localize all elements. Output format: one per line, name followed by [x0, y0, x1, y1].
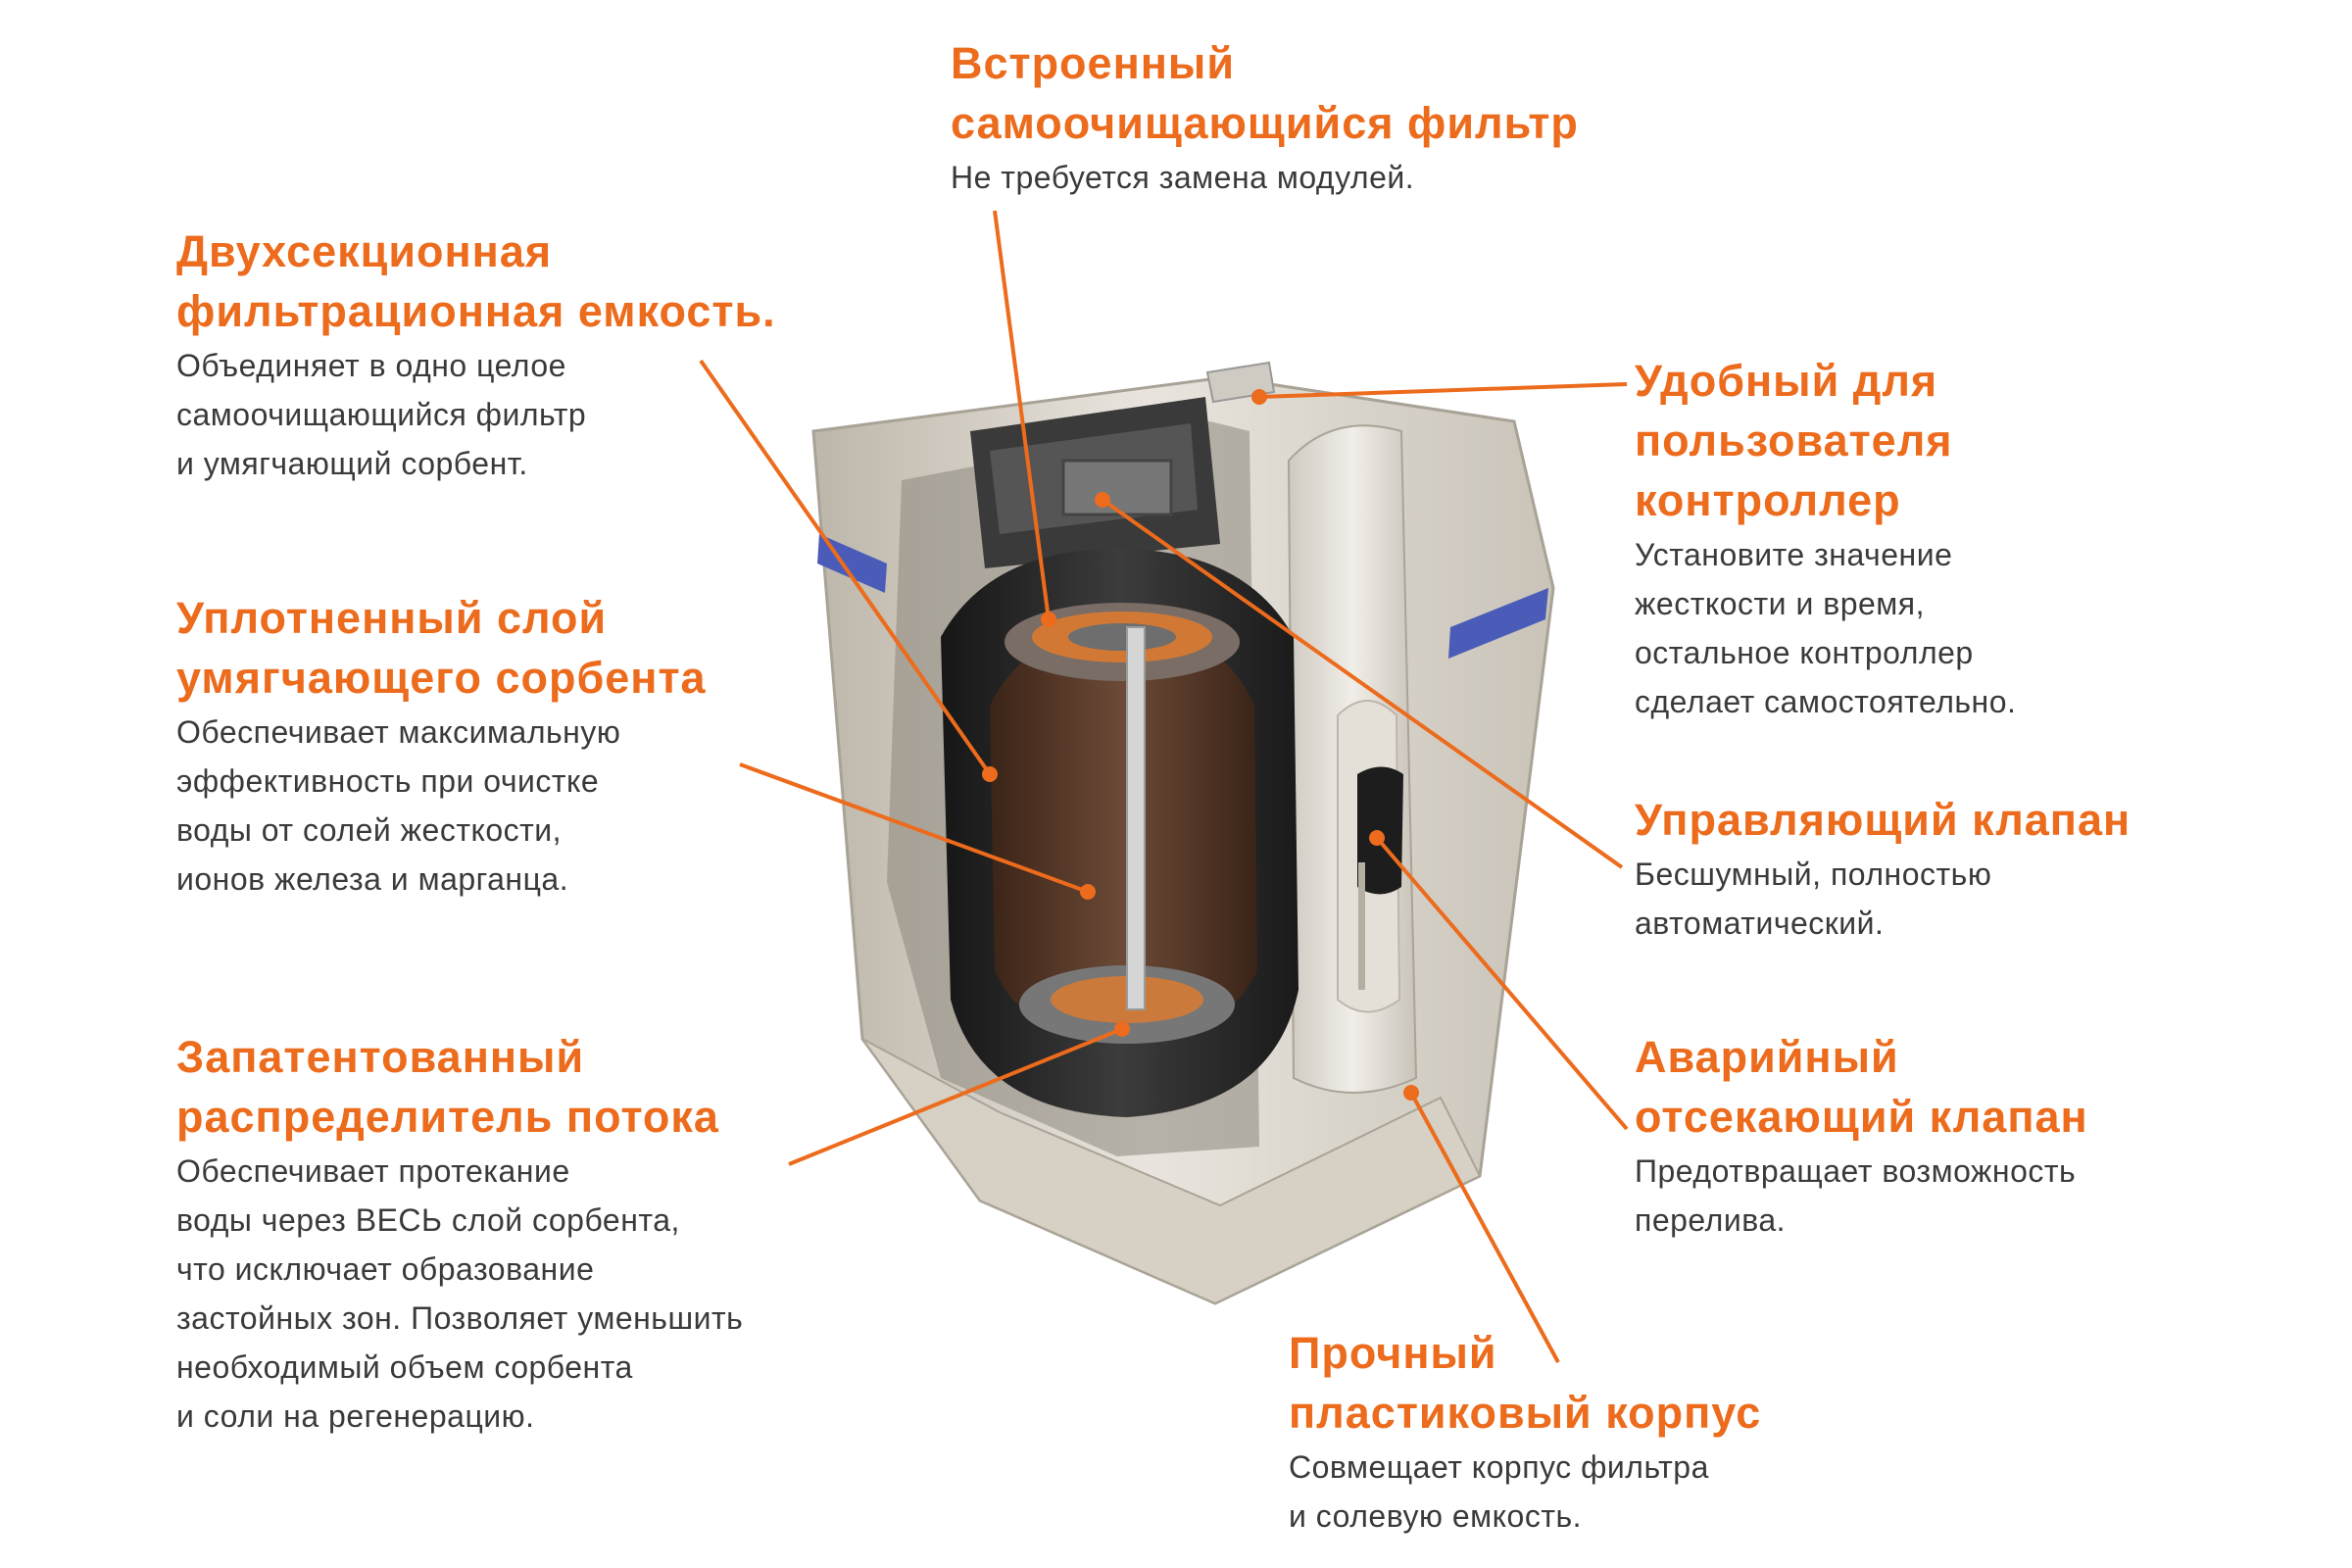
cutoff-valve-float	[1357, 766, 1403, 895]
callout-flow-distributor: Запатентованный распределитель потока Об…	[176, 1027, 743, 1441]
controller-head	[970, 361, 1276, 568]
leader-valve	[1101, 498, 1624, 869]
leader-sorbent	[739, 762, 1089, 894]
callout-description: Предотвращает возможность перелива.	[1635, 1153, 2077, 1238]
callout-description: Установите значение жесткости и время, о…	[1635, 537, 2017, 719]
blue-stripe-right	[1448, 588, 1548, 659]
leader-filter	[993, 210, 1051, 620]
leader-distributor	[788, 1027, 1123, 1166]
blue-stripe-left	[817, 534, 887, 593]
callout-description: Не требуется замена модулей.	[951, 160, 1415, 195]
leader-controller	[1258, 382, 1628, 399]
filtration-vessel	[941, 549, 1298, 1117]
callout-description: Обеспечивает максимальную эффективность …	[176, 714, 621, 897]
callout-title: Двухсекционная фильтрационная емкость.	[176, 226, 776, 336]
callout-title: Удобный для пользователя контроллер	[1635, 356, 1953, 525]
callout-description: Совмещает корпус фильтра и солевую емкос…	[1289, 1449, 1709, 1534]
callout-controller: Удобный для пользователя контроллер Уста…	[1635, 351, 2016, 726]
callout-title: Запатентованный распределитель потока	[176, 1032, 719, 1142]
callout-title: Встроенный самоочищающийся фильтр	[951, 38, 1579, 148]
callout-sorbent-layer: Уплотненный слой умягчающего сорбента Об…	[176, 588, 707, 904]
callout-self-cleaning-filter: Встроенный самоочищающийся фильтр Не тре…	[951, 33, 1579, 202]
callout-two-section-tank: Двухсекционная фильтрационная емкость. О…	[176, 221, 776, 488]
callout-title: Аварийный отсекающий клапан	[1635, 1032, 2088, 1142]
leader-body	[1409, 1092, 1560, 1363]
callout-title: Управляющий клапан	[1635, 795, 2132, 845]
callout-description: Бесшумный, полностью автоматический.	[1635, 857, 1992, 941]
brine-column	[1287, 424, 1418, 1094]
leader-cutoff	[1375, 836, 1629, 1131]
callout-control-valve: Управляющий клапан Бесшумный, полностью …	[1635, 790, 2131, 948]
callout-emergency-cutoff-valve: Аварийный отсекающий клапан Предотвращае…	[1635, 1027, 2088, 1245]
callout-title: Уплотненный слой умягчающего сорбента	[176, 593, 707, 703]
leader-dots	[982, 389, 1419, 1101]
leader-lines	[699, 210, 1629, 1363]
callout-description: Объединяет в одно целое самоочищающийся …	[176, 348, 587, 481]
callout-title: Прочный пластиковый корпус	[1289, 1328, 1762, 1438]
callout-description: Обеспечивает протекание воды через ВЕСЬ …	[176, 1153, 744, 1434]
leader-tank	[699, 359, 992, 776]
callout-plastic-body: Прочный пластиковый корпус Совмещает кор…	[1289, 1323, 1761, 1541]
